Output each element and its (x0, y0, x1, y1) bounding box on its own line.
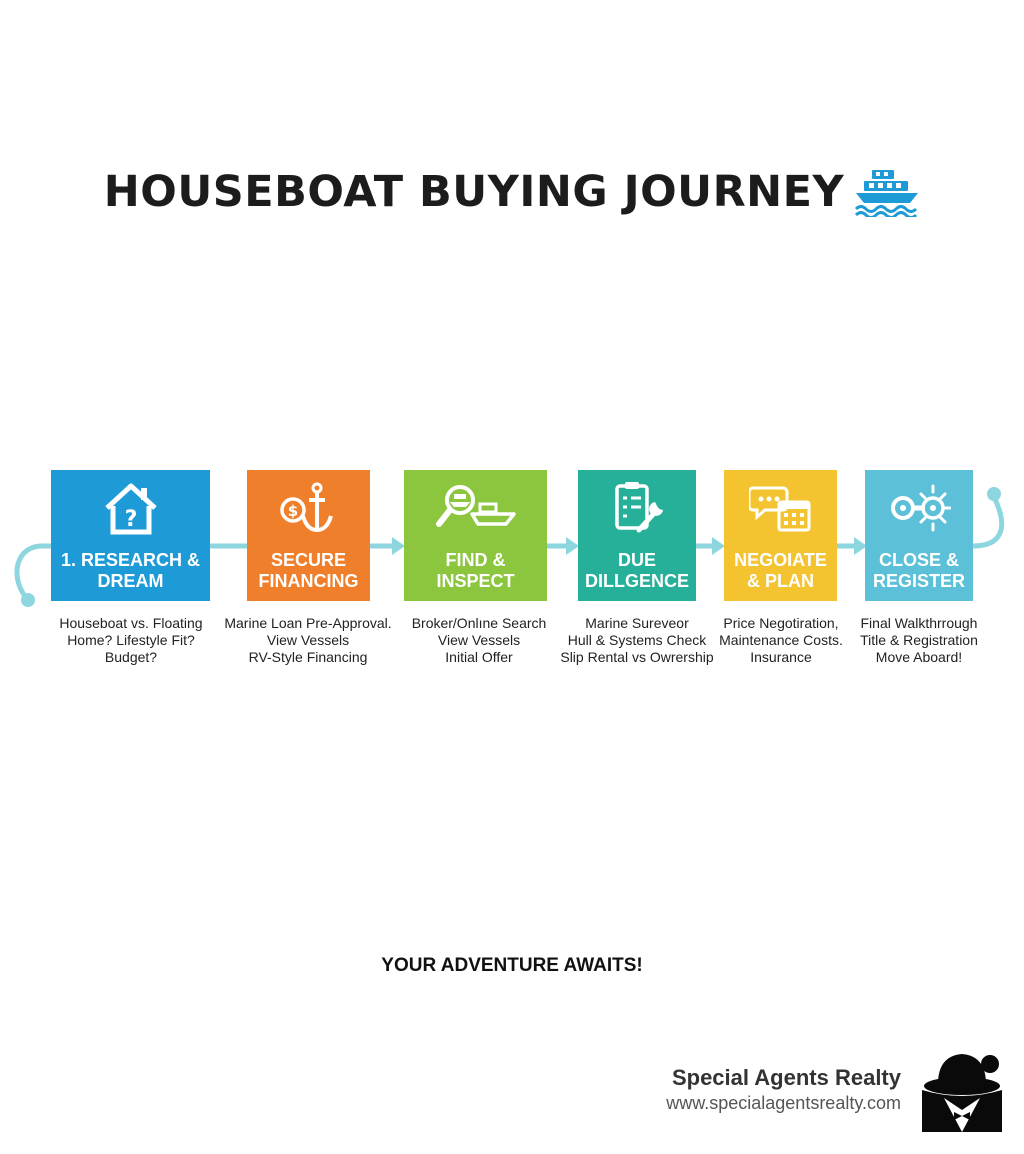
magnifier-boat-icon (435, 485, 516, 527)
step-description: Marine Loan Pre-Approval. View Vessels R… (224, 615, 392, 665)
page-title: HOUSEBOAT BUYING JOURNEY (103, 167, 845, 217)
step-financing: $ SECURE FINANCING (247, 470, 370, 601)
journey-connector (14, 487, 1005, 607)
step-title: SECURE FINANCING (258, 550, 359, 591)
step-title: NEGOIATE & PLAN (734, 550, 827, 591)
step-title: DUE DILLGENCE (584, 550, 689, 591)
step-description: Broker/Onlıne Search View Vessels Initia… (411, 615, 547, 665)
dollar-anchor-icon: $ (279, 482, 333, 533)
step-description: Final Walkthrrough Title & Registration … (860, 615, 978, 665)
brand-block: Special Agents Realty www.specialagentsr… (666, 1064, 901, 1114)
step-description: Marine Sureveor Hull & Systems Check Sli… (560, 615, 714, 665)
step-description: Price Negotiration, Maintenance Costs. I… (719, 615, 843, 665)
clipboard-wrench-icon (615, 482, 663, 533)
step-research: ? 1. RESEARCH & DREAM (51, 470, 210, 601)
svg-text:$: $ (287, 502, 297, 520)
step-find-inspect: FIND & INSPECT (404, 470, 547, 601)
brand-name: Special Agents Realty (671, 1065, 901, 1090)
agent-hat-logo (922, 1050, 1002, 1132)
step-negotiate: NEGOIATE & PLAN (724, 470, 837, 601)
tagline: YOUR ADVENTURE AWAITS! (381, 955, 643, 976)
step-title: FIND & INSPECT (436, 550, 515, 591)
step-title: CLOSE & REGISTER (872, 550, 965, 591)
step-description: Houseboat vs. Floating Home? Lifestyle F… (59, 615, 203, 665)
step-due-diligence: DUE DILLGENCE (578, 470, 696, 601)
page-title-row: HOUSEBOAT BUYING JOURNEY (0, 166, 1024, 218)
brand-url[interactable]: www.specialagentsrealty.com (666, 1093, 901, 1113)
house-question-icon: ? (104, 483, 157, 535)
boat-icon (855, 170, 919, 217)
key-helm-icon (891, 484, 951, 532)
step-title: 1. RESEARCH & DREAM (60, 550, 201, 591)
chat-calendar-icon (748, 486, 810, 532)
step-close-register: CLOSE & REGISTER (865, 470, 973, 601)
svg-text:?: ? (124, 507, 137, 532)
